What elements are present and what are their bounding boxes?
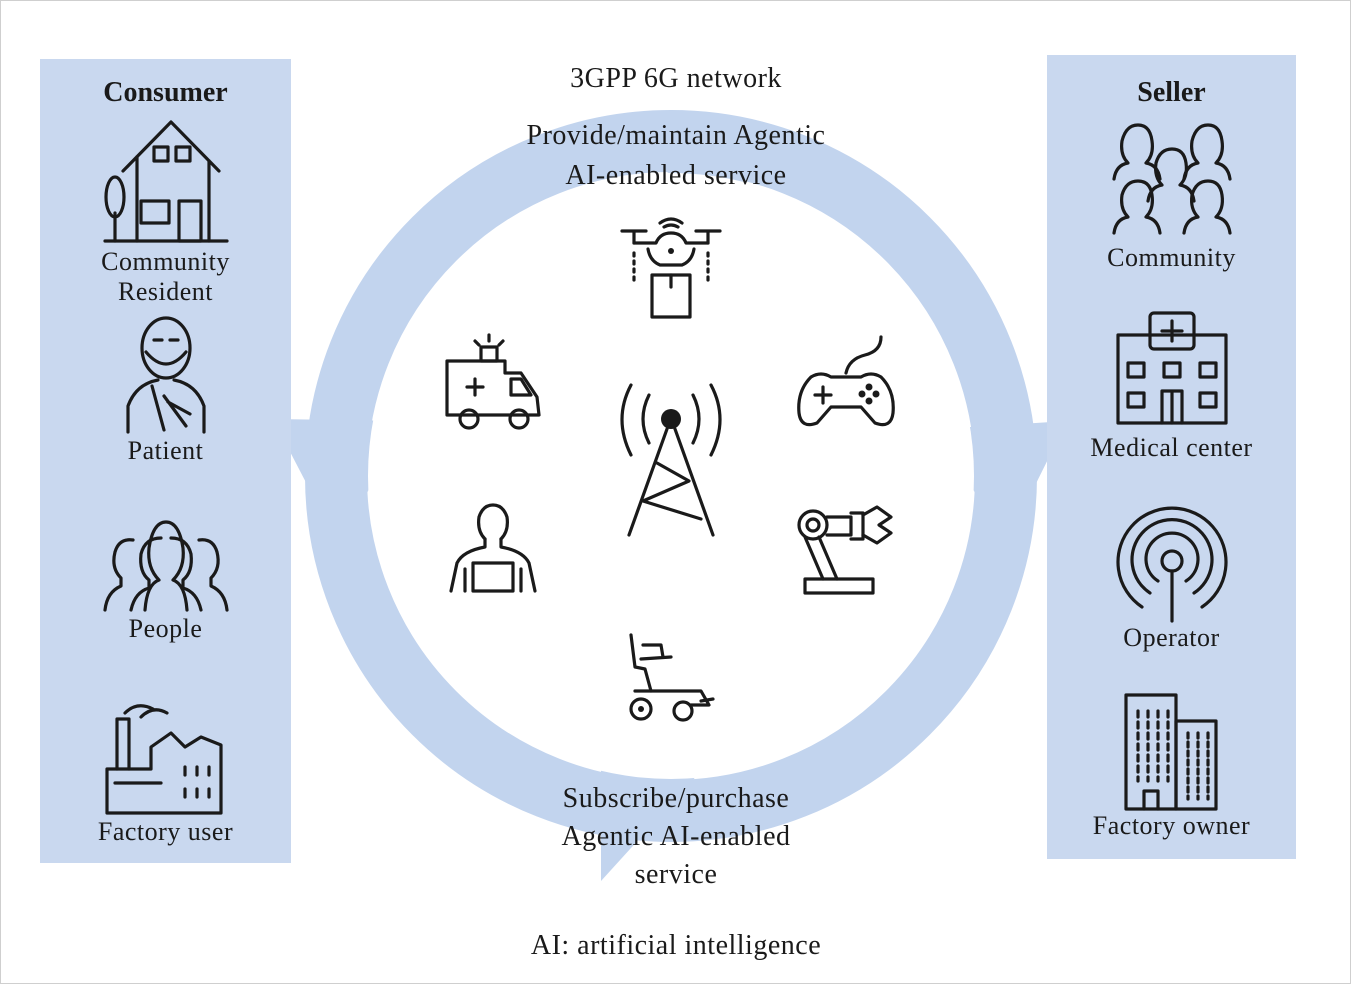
consumer-panel: Consumer Community Resident	[40, 59, 291, 863]
cell-tower-icon	[620, 383, 722, 537]
role-label: People	[128, 614, 203, 643]
seller-title: Seller	[1137, 77, 1206, 108]
community-icon	[1111, 123, 1232, 235]
role-label: Community Resident	[101, 247, 230, 306]
role-community: Community	[1047, 121, 1296, 273]
game-controller-icon	[797, 335, 895, 427]
house-icon	[102, 120, 229, 243]
role-label: Operator	[1123, 623, 1220, 652]
role-factory-user: Factory user	[40, 697, 291, 847]
people-icon	[102, 520, 229, 612]
role-label: Patient	[127, 436, 204, 465]
ambulance-icon	[445, 333, 541, 430]
provide-service-label: Provide/maintain Agentic AI-enabled serv…	[526, 120, 826, 191]
drone-delivery-icon	[620, 217, 722, 319]
role-factory-owner: Factory owner	[1047, 691, 1296, 841]
office-building-icon	[1123, 693, 1218, 811]
role-community-resident: Community Resident	[40, 117, 291, 307]
patient-icon	[125, 316, 206, 434]
role-label: Factory owner	[1092, 811, 1251, 840]
consumer-title: Consumer	[103, 77, 228, 108]
antenna-icon	[1115, 506, 1228, 623]
factory-icon	[104, 704, 223, 815]
role-medical-center: Medical center	[1047, 309, 1296, 463]
wheelchair-icon	[629, 633, 715, 722]
footnote: AI: artificial intelligence	[530, 930, 822, 961]
bottom-arrowhead	[601, 753, 701, 881]
subscribe-service-label: Subscribe/purchase Agentic AI-enabled se…	[561, 783, 791, 890]
seller-panel: Seller Community	[1047, 55, 1296, 859]
robot-arm-icon	[797, 505, 893, 595]
role-label: Factory user	[97, 817, 234, 846]
role-people: People	[40, 514, 291, 644]
role-label: Medical center	[1090, 433, 1253, 462]
role-operator: Operator	[1047, 503, 1296, 653]
role-label: Community	[1107, 243, 1236, 272]
exoskeleton-icon	[449, 503, 537, 593]
role-patient: Patient	[40, 314, 291, 466]
hospital-icon	[1115, 311, 1228, 425]
network-label: 3GPP 6G network	[570, 63, 782, 94]
